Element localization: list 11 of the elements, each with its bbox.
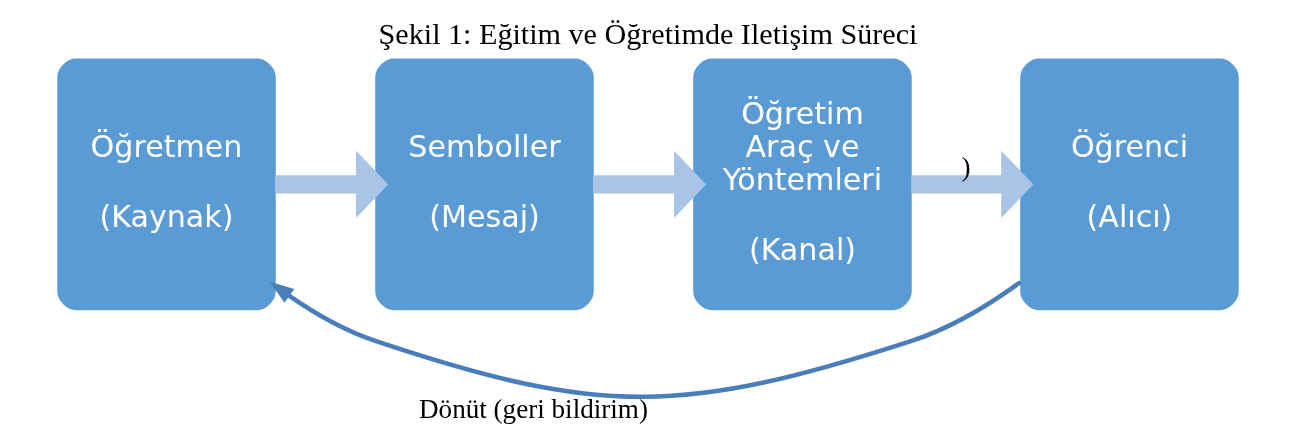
arrow (911, 150, 1034, 219)
edge-label: ) (961, 151, 971, 182)
node-box: Öğretmen (Kaynak) (57, 58, 276, 311)
arrow (269, 280, 1022, 400)
edge-label: Dönüt (geri bildirim) (419, 394, 648, 425)
node-box: Semboller (Mesaj) (375, 58, 594, 311)
arrow (275, 150, 389, 219)
diagram-title: Şekil 1: Eğitim ve Öğretimde Iletişim Süreci (378, 17, 918, 52)
node-box: Öğretim Araç ve Yöntemleri (Kanal) (693, 58, 912, 311)
node-box: Öğrenci (Alıcı) (1020, 58, 1239, 311)
arrow (593, 150, 707, 219)
